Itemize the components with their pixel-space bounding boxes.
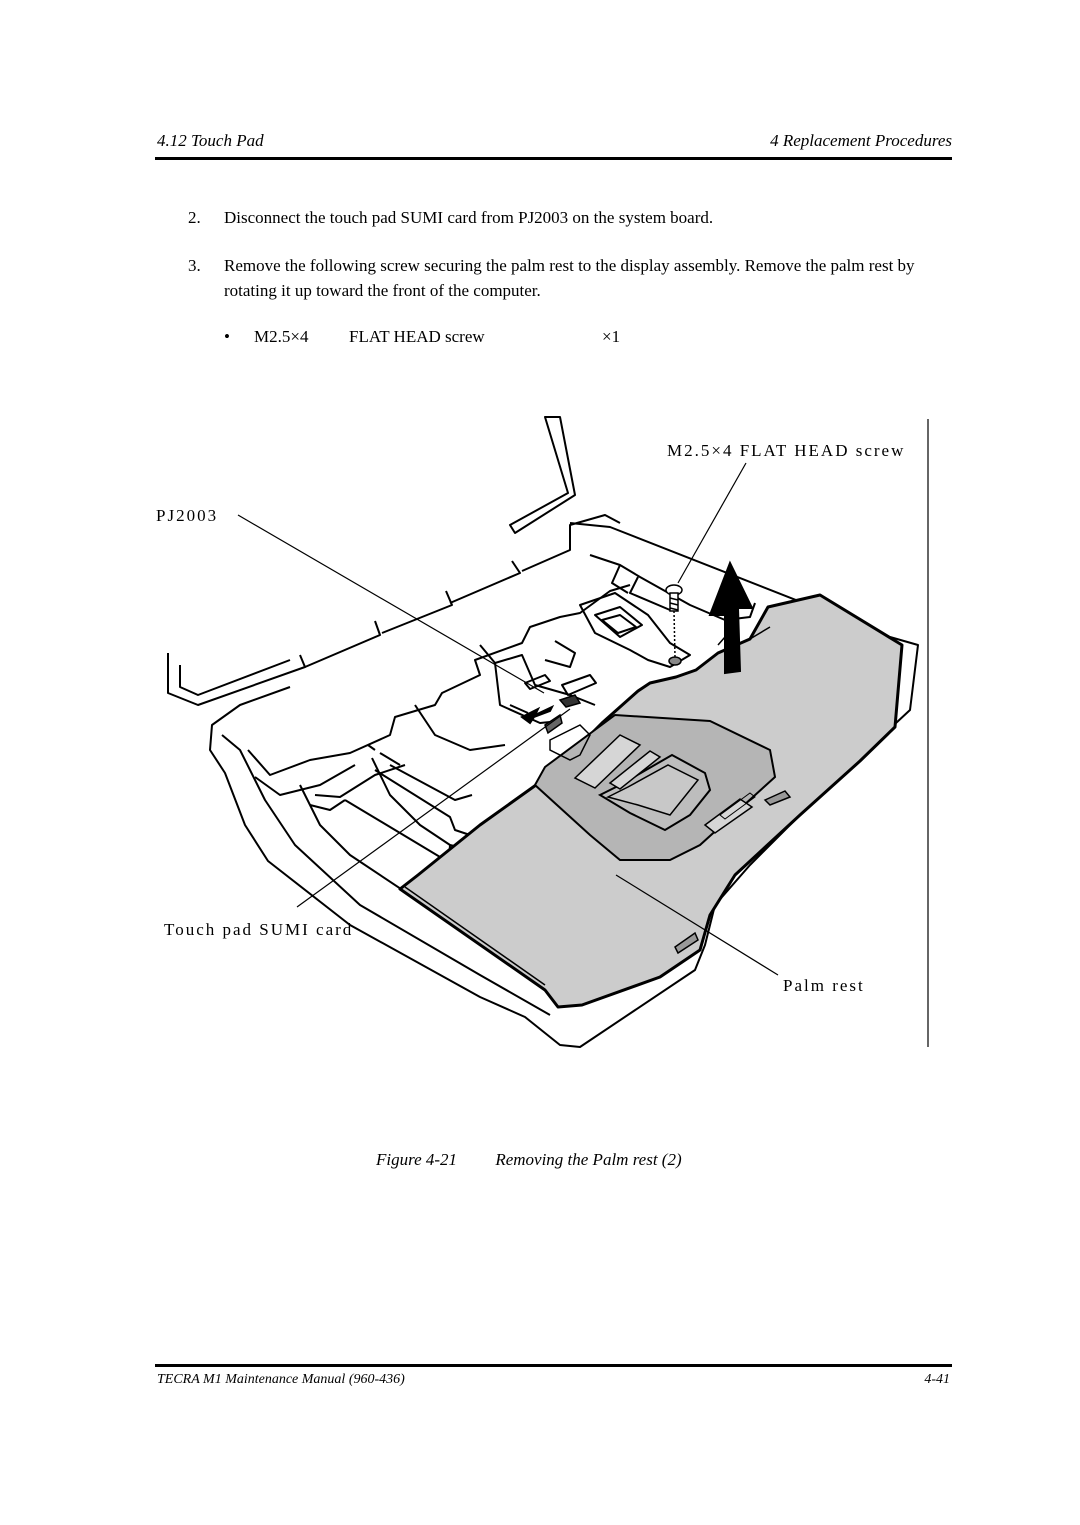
pj2003-connector	[558, 694, 582, 708]
callout-screw: M2.5×4 FLAT HEAD screw	[667, 441, 905, 460]
footer-rule	[155, 1364, 952, 1367]
palm-rest-removal-figure: M2.5×4 FLAT HEAD screw PJ2003 Touch pad …	[156, 416, 929, 1048]
disconnect-arrow	[520, 704, 555, 725]
leader-pj2003	[237, 514, 545, 694]
step-2: 2. Disconnect the touch pad SUMI card fr…	[188, 205, 948, 230]
screw-list-item: • M2.5×4 FLAT HEAD screw ×1	[224, 327, 724, 351]
header-rule	[155, 157, 952, 160]
page-number: 4-41	[924, 1372, 950, 1387]
display-lid	[509, 416, 576, 534]
step-number: 3.	[188, 256, 201, 275]
section-title: 4.12 Touch Pad	[157, 131, 264, 150]
figure-title: Removing the Palm rest (2)	[495, 1150, 682, 1169]
step-3: 3. Remove the following screw securing t…	[188, 253, 948, 303]
manual-title: TECRA M1 Maintenance Manual (960-436)	[157, 1372, 405, 1387]
page-header: 4.12 Touch Pad 4 Replacement Procedures	[155, 131, 952, 155]
leader-sumi-card	[296, 708, 571, 908]
callout-sumi-card: Touch pad SUMI card	[164, 920, 353, 939]
lift-up-arrow	[708, 560, 754, 675]
flat-head-screw-icon	[665, 584, 683, 666]
screw-size: M2.5×4	[254, 327, 309, 346]
figure-number: Figure 4-21	[376, 1150, 458, 1169]
step-number: 2.	[188, 208, 201, 227]
leader-screw	[677, 462, 747, 584]
step-text: Remove the following screw securing the …	[224, 256, 915, 300]
callout-palm-rest: Palm rest	[783, 976, 865, 995]
leader-palm-rest	[615, 874, 779, 976]
figure-caption: Figure 4-21 Removing the Palm rest (2)	[376, 1150, 682, 1170]
screw-quantity: ×1	[602, 327, 621, 346]
step-text: Disconnect the touch pad SUMI card from …	[224, 208, 714, 227]
callout-pj2003: PJ2003	[156, 506, 218, 525]
screw-type: FLAT HEAD screw	[349, 327, 485, 346]
chapter-title: 4 Replacement Procedures	[770, 131, 952, 150]
base-chassis	[209, 522, 919, 1048]
bullet: •	[224, 327, 230, 346]
